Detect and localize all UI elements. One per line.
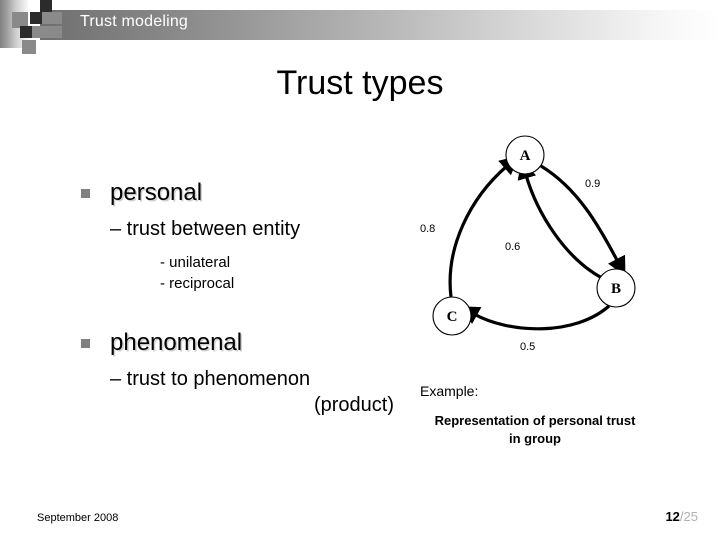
graph-node-C <box>432 296 472 336</box>
bullet-item-reciprocal: - reciprocal <box>160 275 235 292</box>
edge-B-to-A <box>517 159 603 280</box>
deco-square <box>30 12 42 24</box>
deco-square <box>42 12 62 24</box>
deco-square <box>28 0 40 12</box>
bullet-sub-personal: – trust between entity <box>110 218 301 240</box>
edge-weight-B-A: 0.6 <box>505 241 521 253</box>
footer-date: September 2008 <box>37 512 119 524</box>
bullet-item-personal: personal <box>72 178 402 208</box>
bullet-label-personal: personal <box>110 179 203 206</box>
footer-page-current: 12 <box>665 509 680 524</box>
diagram-caption: Representation of personal trust in grou… <box>410 412 660 448</box>
trust-graph-diagram: A B C 0.9 0.8 0.6 0.5 <box>395 128 665 373</box>
square-bullet-icon <box>81 339 90 348</box>
edge-weight-B-C: 0.5 <box>520 341 536 353</box>
deco-square <box>22 40 36 54</box>
graph-node-label-C: C <box>447 309 458 325</box>
bullet-item-phenomenal: phenomenal <box>72 328 402 358</box>
page-title: Trust types <box>276 64 444 102</box>
header-subtitle: Trust modeling <box>80 13 189 30</box>
graph-node-B <box>596 268 636 308</box>
deco-square <box>20 26 32 38</box>
footer-page-total: /25 <box>679 509 698 524</box>
graph-svg: A B C <box>432 135 636 336</box>
bullet-group-personal: personal – trust between entity - unilat… <box>72 178 402 294</box>
bullet-item-unilateral: - unilateral <box>160 254 231 271</box>
edge-C-to-A <box>448 155 520 298</box>
deco-square <box>12 12 28 28</box>
graph-node-label-B: B <box>611 281 621 297</box>
diagram-caption-line1: Representation of personal trust <box>434 413 636 428</box>
bullet-group-phenomenal: phenomenal – trust to phenomenon (produc… <box>72 328 402 418</box>
bullet-sublist-personal: - unilateral - reciprocal <box>72 252 402 294</box>
deco-square <box>32 26 62 38</box>
bullet-list: personal – trust between entity - unilat… <box>72 178 402 418</box>
edge-weight-A-B: 0.9 <box>585 178 601 190</box>
edge-B-to-C <box>460 304 611 331</box>
header-bar <box>40 10 720 40</box>
diagram-caption-line2: in group <box>509 431 561 446</box>
edge-weight-C-A: 0.8 <box>420 223 436 235</box>
example-label: Example: <box>420 383 479 399</box>
square-bullet-icon <box>81 189 90 198</box>
graph-node-label-A: A <box>520 148 531 164</box>
bullet-sub-phenomenal-product: (product) <box>313 394 394 416</box>
footer-page-number: 12/25 <box>665 509 698 524</box>
graph-node-A <box>505 135 545 175</box>
bullet-label-phenomenal: phenomenal <box>110 329 243 356</box>
deco-square <box>40 0 52 12</box>
checkerboard-squares-decoration-icon <box>0 0 62 58</box>
bullet-sub-phenomenal: – trust to phenomenon <box>110 368 311 390</box>
edge-A-to-B <box>540 164 626 277</box>
